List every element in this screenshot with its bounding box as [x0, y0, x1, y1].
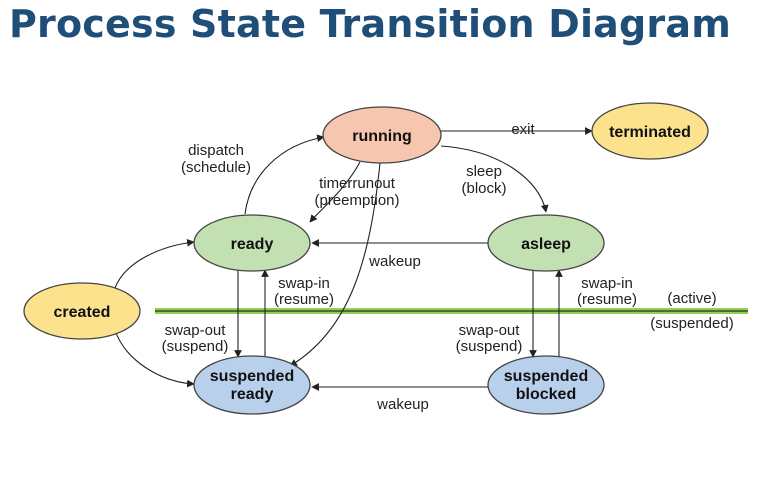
- state-suspended-blocked: suspended blocked: [487, 355, 605, 415]
- label-exit: exit: [511, 121, 535, 138]
- edge-running-to-suspended-ready: [289, 162, 381, 367]
- edge-created-to-suspended-ready: [114, 329, 195, 388]
- label-timerrunout: timerrunout: [319, 175, 396, 192]
- region-suspended-label: (suspended): [650, 315, 733, 332]
- state-suspended-ready-label-1: suspended: [210, 368, 294, 385]
- label-swap-out-left: swap-out: [165, 322, 227, 339]
- label-schedule: (schedule): [181, 159, 251, 176]
- label-suspend-right: (suspend): [456, 338, 523, 355]
- region-active-label: (active): [667, 290, 716, 307]
- state-ready-label: ready: [231, 236, 274, 253]
- state-suspended-blocked-label-2: blocked: [516, 386, 576, 403]
- edge-created-to-ready: [114, 238, 195, 289]
- page-title: Process State Transition Diagram: [9, 2, 731, 46]
- state-running: running: [322, 106, 442, 164]
- edge-timerrunout: [309, 161, 361, 223]
- label-swap-in-right: swap-in: [581, 275, 633, 292]
- label-wakeup-top: wakeup: [368, 253, 421, 270]
- label-resume-left: (resume): [274, 291, 334, 308]
- label-dispatch: dispatch: [188, 142, 244, 159]
- edge-sleep: [440, 145, 549, 213]
- state-suspended-ready: suspended ready: [193, 355, 311, 415]
- label-sleep: sleep: [466, 163, 502, 180]
- label-block: (block): [461, 180, 506, 197]
- state-ready: ready: [193, 214, 311, 272]
- state-created-label: created: [54, 304, 111, 321]
- state-suspended-ready-label-2: ready: [231, 386, 274, 403]
- label-preemption: (preemption): [314, 192, 399, 209]
- label-resume-right: (resume): [577, 291, 637, 308]
- state-asleep: asleep: [487, 214, 605, 272]
- edge-dispatch: [244, 134, 325, 215]
- label-suspend-left: (suspend): [162, 338, 229, 355]
- state-asleep-label: asleep: [521, 236, 571, 253]
- label-swap-in-left: swap-in: [278, 275, 330, 292]
- state-created: created: [23, 282, 141, 340]
- state-running-label: running: [352, 128, 412, 145]
- state-terminated-label: terminated: [609, 124, 691, 141]
- label-swap-out-right: swap-out: [459, 322, 521, 339]
- state-suspended-blocked-label-1: suspended: [504, 368, 588, 385]
- state-terminated: terminated: [591, 102, 709, 160]
- label-wakeup-bottom: wakeup: [376, 396, 429, 413]
